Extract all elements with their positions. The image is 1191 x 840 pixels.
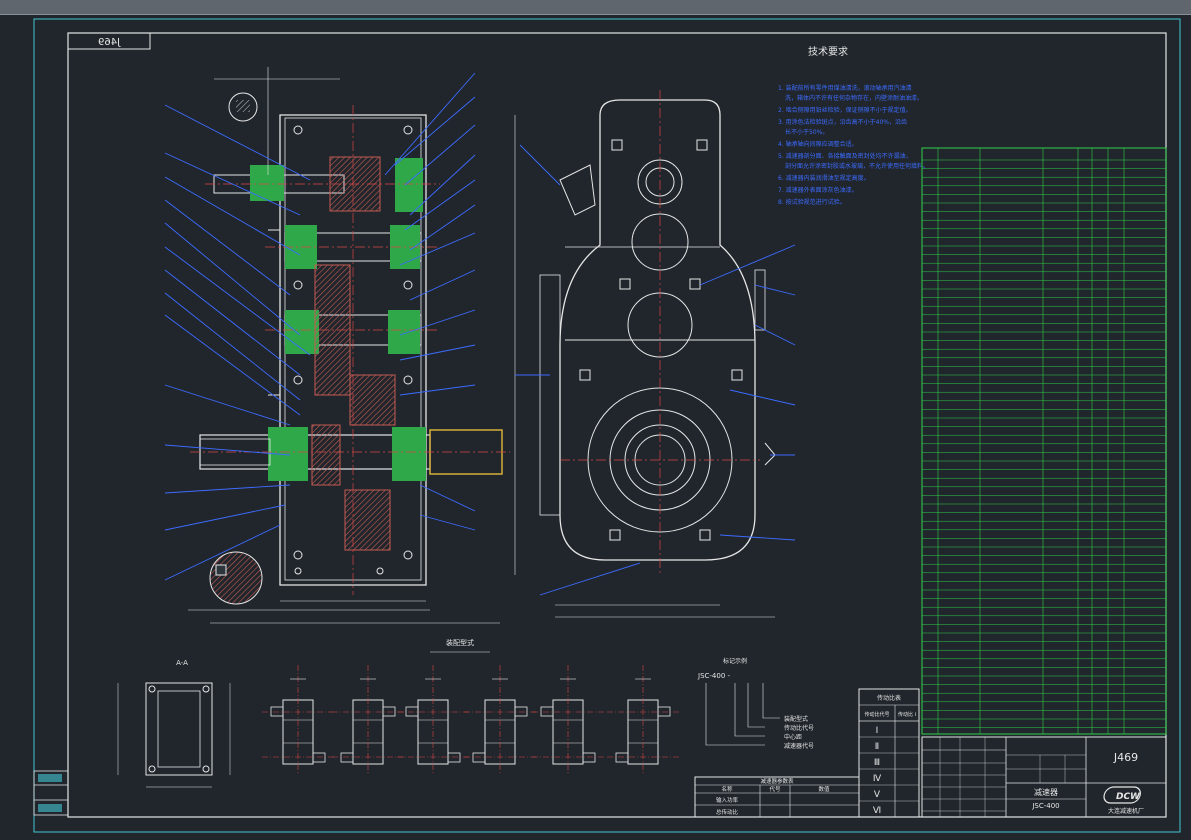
ratio-table: 传动比表 传动比代号 传动比 i Ⅰ Ⅱ Ⅲ Ⅳ Ⅴ Ⅵ	[858, 688, 920, 818]
product-model: JSC-400	[1031, 802, 1059, 810]
mirrored-tag: J469	[67, 32, 151, 50]
tech-note: 剖分面允许涂密封胶或水玻璃，不允许使用任何填料。	[785, 162, 929, 170]
cad-drawing-canvas: J469	[33, 18, 1181, 833]
tech-note: 4. 轴承轴向间隙应调整合适。	[778, 140, 858, 148]
svg-text:DCW: DCW	[1116, 792, 1141, 802]
tech-note: 洗，箱体内不许有任何杂物存在，内壁涂耐油油漆。	[785, 94, 923, 102]
company-name: 大连减速机厂	[1108, 807, 1144, 815]
sheet-inner-border	[67, 32, 1167, 818]
left-margin-stamps	[33, 770, 69, 816]
tech-note: 3. 用涂色法检验斑点，沿齿高不小于40%，沿齿	[778, 118, 907, 126]
assembly-form-4	[464, 665, 536, 775]
parts-list-table	[921, 147, 1167, 735]
svg-text:标记示例: 标记示例	[723, 657, 747, 665]
svg-text:传动比代号: 传动比代号	[784, 724, 814, 732]
tech-title: 技术要求	[808, 45, 848, 58]
svg-text:输入功率: 输入功率	[716, 796, 739, 804]
tech-note: 7. 减速器外表面涂灰色油漆。	[778, 186, 858, 194]
drawing-number: J469	[1113, 751, 1138, 764]
front-section-view	[164, 67, 510, 624]
tech-note: 1. 装配前所有零件用煤油清洗，滚动轴承用汽油清	[778, 84, 912, 92]
assembly-form-2	[332, 665, 404, 775]
svg-text:A-A: A-A	[176, 659, 188, 667]
svg-text:装配型式: 装配型式	[784, 715, 808, 723]
ratio-code: Ⅲ	[874, 758, 880, 768]
svg-text:代号: 代号	[769, 785, 781, 793]
assembly-form-3	[397, 665, 469, 775]
svg-text:传动比代号: 传动比代号	[864, 711, 889, 718]
svg-text:中心距: 中心距	[784, 733, 802, 741]
assembly-form-1	[262, 665, 334, 775]
ratio-code: Ⅴ	[874, 790, 881, 800]
section-a-a: A-A	[117, 659, 231, 788]
svg-text:JSC-400 -: JSC-400 -	[697, 672, 731, 680]
title-block: J469 减速器 JSC-400 DCW 大连减速机厂	[921, 736, 1167, 818]
assembly-forms: 装配型式	[262, 638, 679, 775]
svg-text:传动比 i: 传动比 i	[898, 711, 916, 718]
technical-requirements: 技术要求 1. 装配前所有零件用煤油清洗，滚动轴承用汽油清洗，箱体内不许有任何杂…	[778, 45, 929, 206]
tech-note: 8. 按试验规范进行试验。	[778, 198, 846, 206]
window-titlebar	[0, 0, 1191, 15]
ratio-code: Ⅰ	[876, 726, 879, 736]
assembly-title: 装配型式	[446, 638, 474, 647]
svg-text:减速器参数表: 减速器参数表	[760, 777, 794, 785]
product-name: 减速器	[1034, 787, 1058, 797]
side-elevation-view	[514, 90, 796, 618]
model-marking-example: 标记示例 JSC-400 - 装配型式 传动比代号 中心距 减速器代号	[697, 657, 814, 750]
spec-box: 减速器参数表 名称 代号 数值 输入功率 总传动比	[694, 776, 860, 818]
ratio-code: Ⅱ	[875, 742, 879, 752]
svg-text:传动比表: 传动比表	[877, 694, 901, 702]
tech-note: 2. 啮合侧隙用铅丝检验，保证侧隙不小于规定值。	[778, 106, 912, 114]
assembly-form-6	[607, 665, 679, 775]
ratio-code: Ⅵ	[873, 806, 881, 816]
tech-note: 5. 减速器剖分面、各接触面及密封处均不许漏油，	[778, 152, 912, 160]
tech-note: 6. 减速器内装润滑油至规定高度。	[778, 174, 870, 182]
svg-text:J469: J469	[98, 37, 121, 48]
company-logo: DCW	[1103, 786, 1141, 804]
ratio-code: Ⅳ	[873, 774, 882, 784]
svg-text:减速器代号: 减速器代号	[784, 742, 814, 750]
assembly-form-5	[532, 665, 604, 775]
svg-text:名称: 名称	[721, 785, 733, 793]
sheet-outer-border	[33, 18, 1181, 833]
tech-note: 长不小于50%。	[785, 128, 828, 136]
svg-text:数值: 数值	[818, 785, 830, 793]
svg-text:总传动比: 总传动比	[716, 808, 739, 816]
